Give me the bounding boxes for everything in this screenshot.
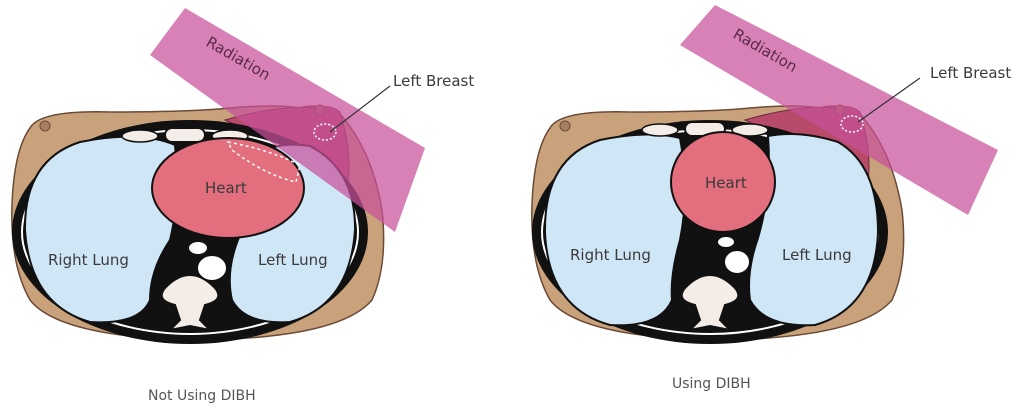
- rib-cartilage-left: [642, 124, 678, 136]
- right-lung: [545, 134, 685, 325]
- right-nipple: [40, 121, 50, 131]
- right-nipple: [560, 121, 570, 131]
- left-lung-label: Left Lung: [258, 251, 328, 269]
- heart-label: Heart: [205, 179, 247, 197]
- right-lung-label: Right Lung: [570, 246, 651, 264]
- left-lung-label: Left Lung: [782, 246, 852, 264]
- panel-using-dibh: Radiation Left Breast Heart Right Lung L…: [532, 5, 1012, 392]
- left-breast-label: Left Breast: [393, 72, 474, 90]
- rib-cartilage-left: [122, 130, 158, 142]
- heart-label: Heart: [705, 174, 747, 192]
- vessel: [717, 236, 735, 248]
- panel-caption: Using DIBH: [672, 376, 751, 392]
- left-breast-label: Left Breast: [930, 64, 1011, 82]
- right-lung-label: Right Lung: [48, 251, 129, 269]
- sternum: [165, 128, 205, 142]
- aorta: [724, 250, 750, 274]
- vessel: [188, 241, 208, 255]
- panel-caption: Not Using DIBH: [148, 388, 256, 404]
- panel-not-using-dibh: Radiation Left Breast Heart Right Lung L…: [12, 8, 475, 404]
